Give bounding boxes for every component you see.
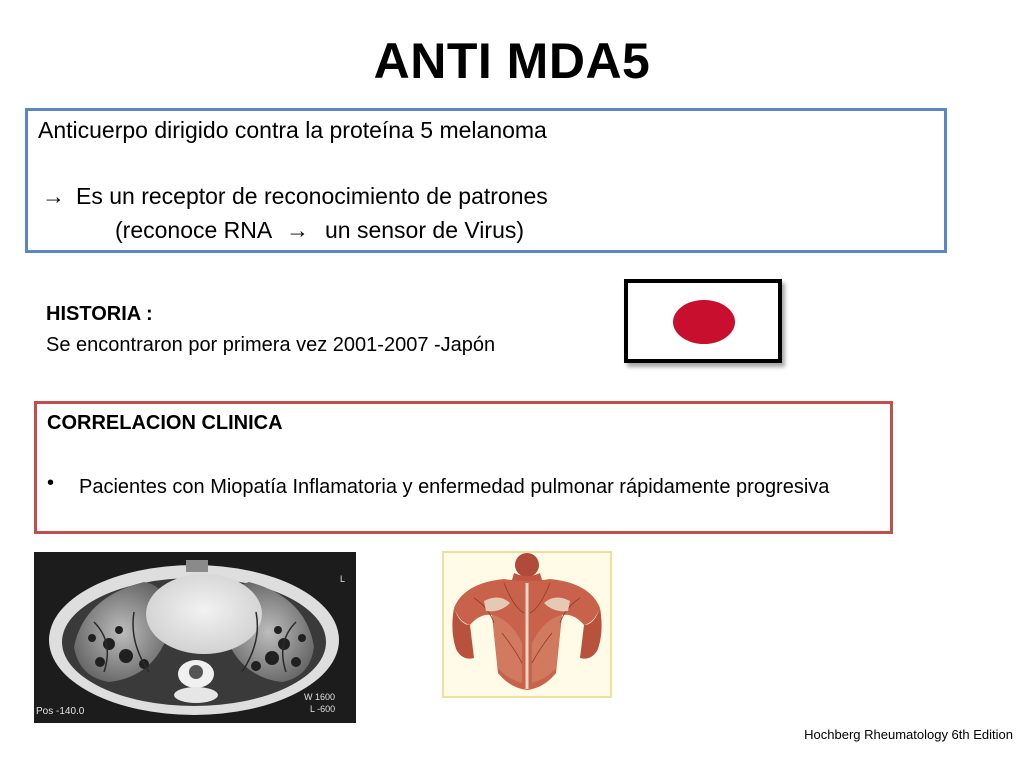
japan-flag-icon	[624, 279, 782, 363]
definition-line-1: Anticuerpo dirigido contra la proteína 5…	[38, 117, 547, 143]
definition-line-3a: (reconoce RNA	[115, 217, 273, 243]
ct-scan-image: L W 1600 L -600 Pos -140.0 13	[34, 552, 356, 723]
ct-label-pos: Pos -140.0	[36, 706, 85, 717]
flag-sun-disc	[673, 300, 735, 344]
reference-citation: Hochberg Rheumatology 6th Edition	[804, 727, 1013, 742]
ct-label-w: W 1600	[304, 692, 335, 702]
correlacion-box: CORRELACION CLINICA • Pacientes con Miop…	[34, 401, 893, 534]
historia-heading: HISTORIA :	[46, 303, 153, 325]
slide-title: ANTI MDA5	[373, 33, 651, 89]
arrow-right-icon: →	[42, 183, 65, 209]
historia-text: Se encontraron por primera vez 2001-2007…	[46, 334, 496, 356]
definition-box: Anticuerpo dirigido contra la proteína 5…	[25, 108, 947, 253]
bullet-icon: •	[47, 472, 55, 494]
historia-section: HISTORIA : Se encontraron por primera ve…	[46, 299, 495, 361]
back-muscles-illustration	[452, 553, 602, 690]
ct-label-l: L	[340, 574, 345, 584]
definition-line-2: Es un receptor de reconocimiento de patr…	[76, 183, 548, 209]
correlacion-text: Pacientes con Miopatía Inflamatoria y en…	[79, 476, 830, 498]
back-muscles-image	[442, 551, 612, 698]
ct-label-num: 13	[188, 706, 198, 716]
ct-label-l2: L -600	[310, 704, 335, 714]
definition-line-3b: un sensor de Virus)	[325, 217, 525, 243]
correlacion-heading: CORRELACION CLINICA	[47, 412, 283, 434]
arrow-right-icon: →	[286, 217, 309, 243]
